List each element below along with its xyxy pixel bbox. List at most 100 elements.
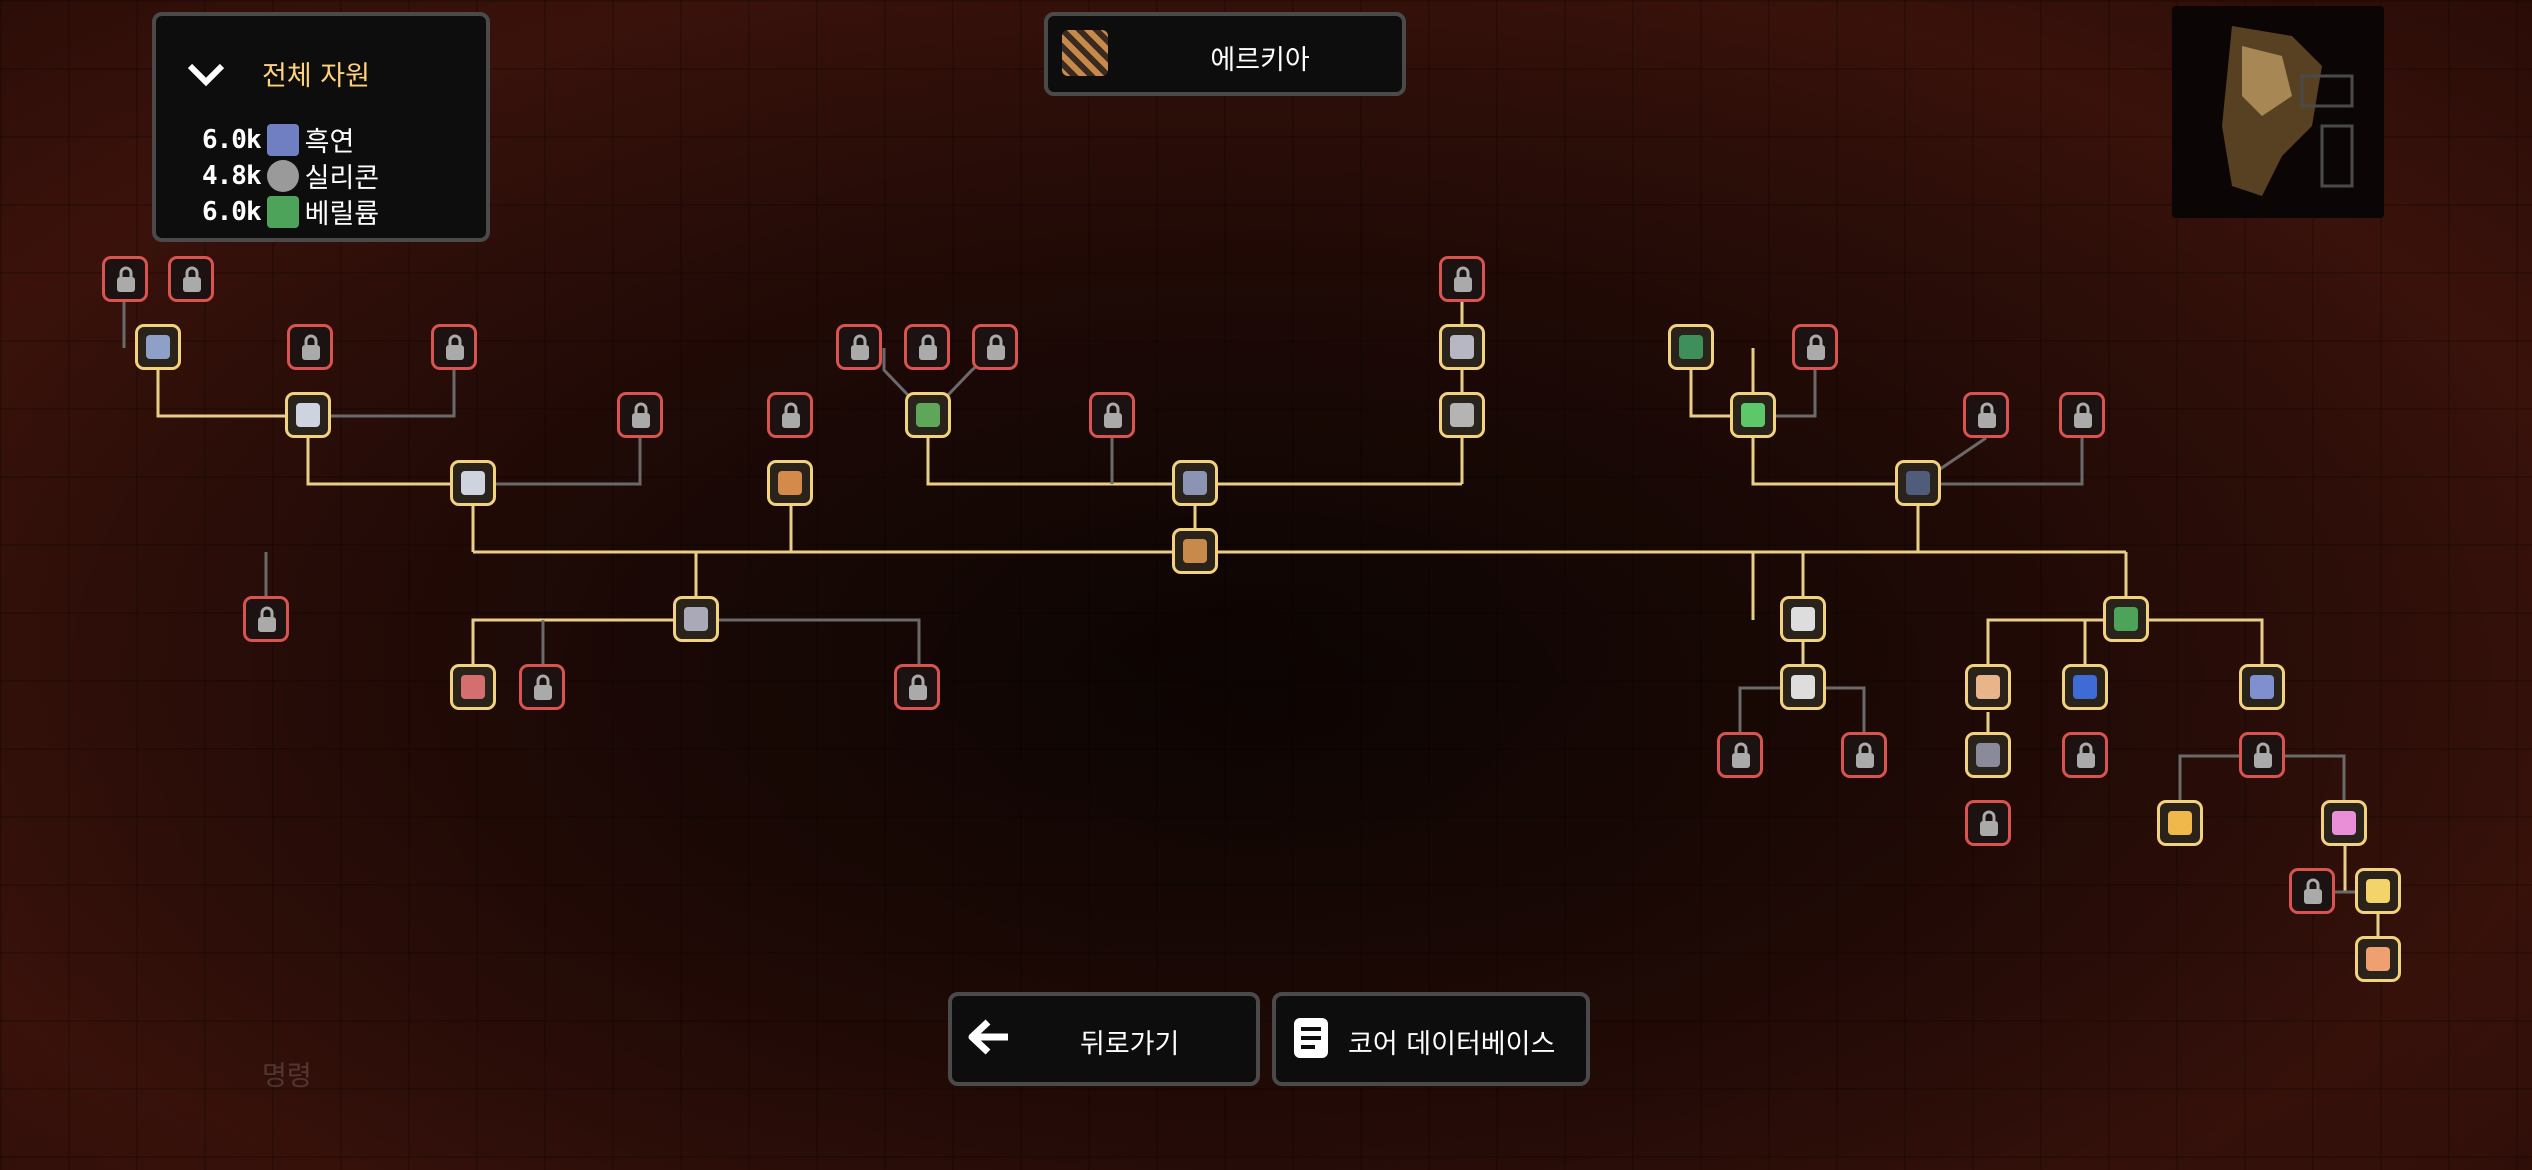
lock-icon (851, 334, 869, 360)
unlocked-node[interactable] (1172, 528, 1218, 574)
unlocked-node[interactable] (450, 664, 496, 710)
locked-node[interactable] (1717, 732, 1763, 778)
locked-node[interactable] (972, 324, 1018, 370)
unlocked-node[interactable] (2103, 596, 2149, 642)
locked-node[interactable] (617, 392, 663, 438)
unlocked-node[interactable] (2062, 664, 2108, 710)
lock-icon (782, 402, 800, 428)
resources-title: 전체 자원 (262, 61, 370, 92)
locked-node[interactable] (168, 256, 214, 302)
core-acropolis-icon (1062, 30, 1108, 76)
locked-node[interactable] (767, 392, 813, 438)
lock-icon (1980, 810, 1998, 836)
arrow-left-icon (968, 1019, 1008, 1055)
core-title: 에르키아 (1210, 45, 1310, 76)
locked-node[interactable] (102, 256, 148, 302)
lock-icon (534, 674, 552, 700)
sector-icon (1791, 675, 1815, 699)
unlocked-node[interactable] (450, 460, 496, 506)
resources-panel: 전체 자원 6.0k 흑연 4.8k 실리콘 6.0k 베릴륨 (152, 12, 490, 242)
resource-name: 실리콘 (304, 163, 380, 194)
unlocked-node[interactable] (2239, 664, 2285, 710)
unlocked-node[interactable] (1172, 460, 1218, 506)
lock-icon (2077, 742, 2095, 768)
oil-icon (2168, 811, 2192, 835)
lock-icon (987, 334, 1005, 360)
water-icon (2073, 675, 2097, 699)
beryllium-drill-icon (916, 403, 940, 427)
lock-icon (2254, 742, 2272, 768)
beryllium-icon (2114, 607, 2138, 631)
locked-node[interactable] (1439, 256, 1485, 302)
core-acropolis-icon (1183, 539, 1207, 563)
core-title-bar[interactable]: 에르키아 (1044, 12, 1406, 96)
locked-node[interactable] (1841, 732, 1887, 778)
resources-header[interactable]: 전체 자원 (186, 54, 370, 93)
resource-row-silicon: 4.8k 실리콘 (202, 156, 379, 195)
lock-icon (1732, 742, 1750, 768)
unlocked-node[interactable] (1895, 460, 1941, 506)
unlocked-node[interactable] (2355, 936, 2401, 982)
unlocked-node[interactable] (673, 596, 719, 642)
back-button[interactable]: 뒤로가기 (948, 992, 1260, 1086)
locked-node[interactable] (836, 324, 882, 370)
core-database-label: 코어 데이터베이스 (1348, 1029, 1556, 1060)
beryllium-icon (266, 195, 299, 228)
locked-node[interactable] (1965, 800, 2011, 846)
unlocked-node[interactable] (1965, 732, 2011, 778)
radar-icon (1450, 335, 1474, 359)
locked-node[interactable] (243, 596, 289, 642)
unit-factory-icon (684, 607, 708, 631)
unlocked-node[interactable] (1965, 664, 2011, 710)
locked-node[interactable] (287, 324, 333, 370)
lock-icon (1454, 266, 1472, 292)
graphite-icon (266, 123, 299, 156)
minimap[interactable] (2172, 6, 2384, 218)
unlocked-node[interactable] (2355, 868, 2401, 914)
unlocked-node[interactable] (767, 460, 813, 506)
locked-node[interactable] (2059, 392, 2105, 438)
unlocked-node[interactable] (1668, 324, 1714, 370)
lock-icon (183, 266, 201, 292)
database-icon (1294, 1018, 1328, 1058)
carbide-icon (2366, 947, 2390, 971)
duct-router-icon (461, 471, 485, 495)
locked-node[interactable] (1089, 392, 1135, 438)
lock-icon (2074, 402, 2092, 428)
locked-node[interactable] (1792, 324, 1838, 370)
lock-icon (446, 334, 464, 360)
unlocked-node[interactable] (1780, 596, 1826, 642)
locked-node[interactable] (2239, 732, 2285, 778)
unlocked-node[interactable] (1439, 324, 1485, 370)
unlocked-node[interactable] (2157, 800, 2203, 846)
unlocked-node[interactable] (285, 392, 331, 438)
sector-icon (1791, 607, 1815, 631)
graphite-icon (2250, 675, 2274, 699)
locked-node[interactable] (519, 664, 565, 710)
unlocked-node[interactable] (1439, 392, 1485, 438)
surge-alloy-icon (2366, 879, 2390, 903)
unlocked-node[interactable] (905, 392, 951, 438)
lock-icon (1978, 402, 1996, 428)
resource-amount: 4.8k (202, 160, 262, 191)
core-database-button[interactable]: 코어 데이터베이스 (1272, 992, 1590, 1086)
locked-node[interactable] (431, 324, 477, 370)
lock-icon (909, 674, 927, 700)
locked-node[interactable] (894, 664, 940, 710)
resource-name: 베릴륨 (304, 199, 380, 230)
chevron-down-icon[interactable] (186, 60, 226, 88)
locked-node[interactable] (1963, 392, 2009, 438)
locked-node[interactable] (2289, 868, 2335, 914)
lock-icon (117, 266, 135, 292)
locked-node[interactable] (904, 324, 950, 370)
locked-node[interactable] (2062, 732, 2108, 778)
unlocked-node[interactable] (1730, 392, 1776, 438)
lock-icon (1104, 402, 1122, 428)
sand-icon (1976, 675, 2000, 699)
unlocked-node[interactable] (135, 324, 181, 370)
lock-icon (302, 334, 320, 360)
resource-amount: 6.0k (202, 124, 262, 155)
unlocked-node[interactable] (1780, 664, 1826, 710)
unlocked-node[interactable] (2321, 800, 2367, 846)
